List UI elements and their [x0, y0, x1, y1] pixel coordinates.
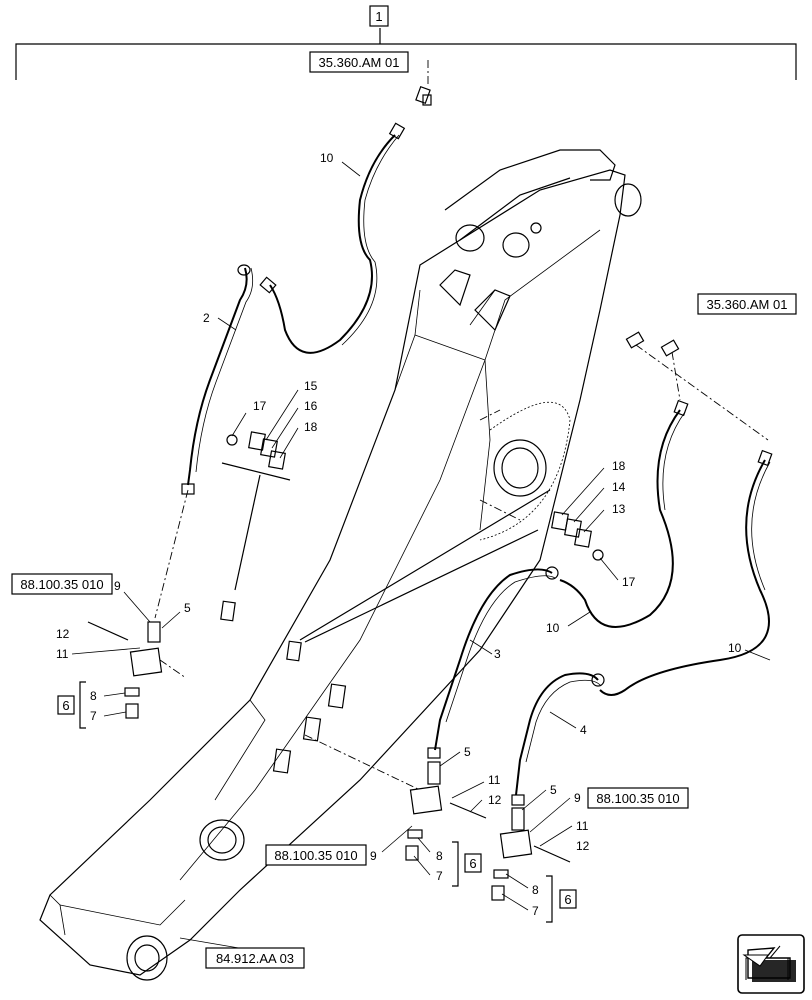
pipe-3[interactable]	[427, 566, 559, 759]
ref-box-88100-right[interactable]: 88.100.35 010	[587, 787, 689, 809]
hose-10-upper[interactable]	[269, 122, 406, 354]
ref-box-88100-left[interactable]: 88.100.35 010	[11, 573, 113, 595]
item-14: 14	[612, 480, 626, 494]
kit-box-middle[interactable]: 6	[452, 841, 482, 887]
ref-label: 88.100.35 010	[20, 577, 103, 592]
kit-label: 6	[564, 892, 571, 907]
ref-box-88100-middle[interactable]: 88.100.35 010	[265, 844, 367, 866]
item-8: 8	[532, 883, 539, 897]
assembly-bracket	[15, 28, 797, 80]
item-7: 7	[436, 869, 443, 883]
hose-10-right[interactable]	[599, 449, 773, 696]
item-7: 7	[90, 709, 97, 723]
item-12: 12	[488, 793, 502, 807]
valve-block-right[interactable]	[491, 807, 571, 901]
clamp-set-right[interactable]	[299, 489, 604, 643]
item-4: 4	[580, 723, 587, 737]
ref-box-84912[interactable]: 84.912.AA 03	[205, 947, 305, 969]
boom-arm	[39, 149, 642, 981]
item-10: 10	[546, 621, 560, 635]
ref-box-35360-top[interactable]: 35.360.AM 01	[309, 51, 409, 73]
item-9: 9	[574, 791, 581, 805]
item-8: 8	[436, 849, 443, 863]
ref-label: 88.100.35 010	[274, 848, 357, 863]
item-12: 12	[56, 627, 70, 641]
item-11: 11	[56, 647, 69, 661]
item-11: 11	[576, 819, 589, 833]
ref-label: 88.100.35 010	[596, 791, 679, 806]
fitting-top[interactable]	[415, 60, 432, 106]
item-12: 12	[576, 839, 590, 853]
item-5: 5	[464, 745, 471, 759]
item-3: 3	[494, 647, 501, 661]
item-10: 10	[320, 151, 334, 165]
item-5: 5	[184, 601, 191, 615]
top-callout-box[interactable]: 1	[369, 5, 389, 27]
ref-label: 35.360.AM 01	[707, 297, 788, 312]
kit-label: 6	[469, 856, 476, 871]
item-17: 17	[622, 575, 636, 589]
item-5: 5	[550, 783, 557, 797]
item-9: 9	[114, 579, 121, 593]
ref-label: 35.360.AM 01	[319, 55, 400, 70]
item-numbers: 10 2 17 15 16 18 18 14 13 17 9 5 12 11 8…	[56, 151, 742, 918]
item-8: 8	[90, 689, 97, 703]
hose-10-middle[interactable]	[559, 399, 689, 628]
item-18: 18	[304, 420, 318, 434]
clamp-set-upper[interactable]	[221, 431, 291, 591]
item-11: 11	[488, 773, 501, 787]
valve-block-left[interactable]	[87, 489, 189, 719]
pipe-4[interactable]	[511, 672, 605, 806]
item-13: 13	[612, 502, 626, 516]
item-16: 16	[304, 399, 318, 413]
item-10: 10	[728, 641, 742, 655]
ref-label: 84.912.AA 03	[216, 951, 294, 966]
item-17: 17	[253, 399, 267, 413]
fittings-right[interactable]	[625, 331, 769, 441]
kit-box-left[interactable]: 6	[57, 681, 86, 729]
kit-label: 6	[62, 698, 69, 713]
item-15: 15	[304, 379, 318, 393]
item-2: 2	[203, 311, 210, 325]
item-18: 18	[612, 459, 626, 473]
valve-block-middle[interactable]	[304, 734, 487, 861]
item-7: 7	[532, 904, 539, 918]
top-callout-label: 1	[375, 9, 382, 24]
forward-arrow-icon[interactable]	[737, 934, 805, 994]
kit-box-right[interactable]: 6	[546, 875, 577, 923]
ref-box-35360-right[interactable]: 35.360.AM 01	[697, 293, 797, 315]
pipe-2[interactable]	[181, 264, 277, 495]
item-9: 9	[370, 849, 377, 863]
